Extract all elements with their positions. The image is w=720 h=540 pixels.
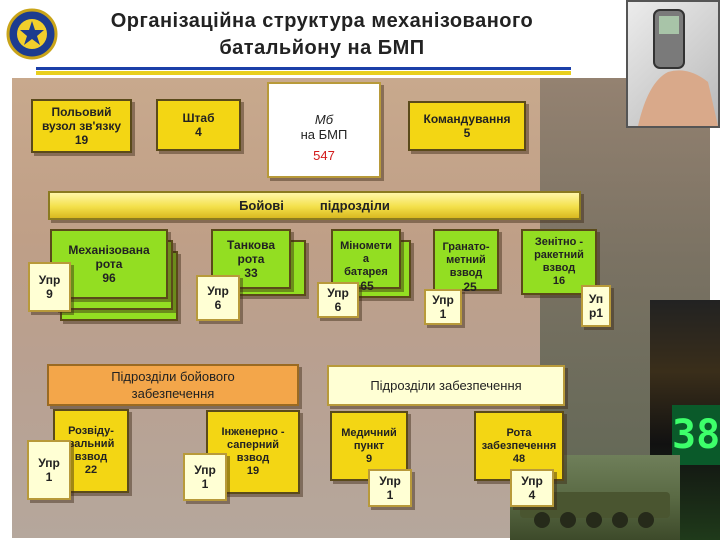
control-label: Упр <box>521 474 543 488</box>
title-line-1: Організаційна структура механізованого <box>110 10 534 32</box>
mechanized-company-label: Механізована рота <box>68 243 150 271</box>
mech-company-control-box: Упр 9 <box>28 262 71 312</box>
field-communication-node-label: Польовий вузол зв'язку <box>41 105 122 133</box>
bmp-wheel-icon <box>612 512 628 528</box>
control-number: 9 <box>46 287 53 301</box>
header-divider-blue <box>36 67 571 70</box>
field-communication-node-number: 19 <box>74 133 89 147</box>
support-company-number: 48 <box>512 452 526 465</box>
control-label: Упр <box>327 286 349 300</box>
control-number: 4 <box>528 488 536 502</box>
aa-missile-platoon-box: Зенітно - ракетний взвод 16 <box>521 229 597 295</box>
bmp-wheel-icon <box>560 512 576 528</box>
control-number: 1 <box>45 470 53 484</box>
combat-support-header: Підрозділи бойового забезпечення <box>47 364 299 406</box>
engineer-platoon-number: 19 <box>246 465 260 477</box>
support-company-control-box: Упр 4 <box>510 469 554 507</box>
engineer-platoon-box: Інженерно - саперний взвод 19 <box>206 410 300 494</box>
grenade-launcher-platoon-label: Гранато- метний взвод <box>442 240 490 279</box>
grenade-launcher-control-box: Упр 1 <box>424 289 462 325</box>
medical-point-label: Медичний пункт <box>341 426 397 452</box>
mechanized-company-number: 96 <box>102 271 116 285</box>
bmp-wheel-icon <box>534 512 550 528</box>
mortar-battery-box: Міномети а батарея <box>331 229 401 289</box>
battalion-label: Мб на БМП <box>301 97 348 142</box>
battalion-box: Мб на БМП 547 <box>267 82 381 178</box>
battalion-label-abbr: Мб <box>314 112 334 127</box>
recon-platoon-number: 22 <box>84 464 98 476</box>
emblem-logo <box>6 8 58 60</box>
recon-platoon-label: Розвіду- вальний взвод <box>67 425 115 463</box>
grenade-launcher-platoon-box: Гранато- метний взвод <box>433 229 499 291</box>
control-number: 6 <box>214 298 222 312</box>
mortar-battery-number-text: 65 <box>360 278 374 293</box>
headquarters-number: 4 <box>195 125 202 139</box>
control-label: Упр <box>38 456 60 470</box>
digital-display-photo: 38 <box>672 405 720 465</box>
tank-company-control-box: Упр 6 <box>196 275 240 321</box>
command-label: Командування <box>423 112 511 126</box>
grenade-launcher-number: 25 <box>459 279 481 295</box>
battalion-label-rest: на БМП <box>300 127 348 142</box>
support-company-label: Рота забезпечення <box>481 426 557 452</box>
control-number: 1 <box>386 488 394 502</box>
control-label: Упр <box>379 474 401 488</box>
engineer-control-box: Упр 1 <box>183 453 227 501</box>
mortar-battery-label: Міномети а батарея <box>340 239 392 278</box>
mobile-phone-photo <box>626 0 720 128</box>
control-number: 1 <box>439 307 447 321</box>
aa-missile-control-box: Уп р1 <box>581 285 611 327</box>
control-label: Упр <box>432 293 454 307</box>
grenade-launcher-number-text: 25 <box>463 280 477 294</box>
bmp-wheel-icon <box>586 512 602 528</box>
recon-platoon-box: Розвіду- вальний взвод 22 <box>53 409 129 493</box>
control-number: р1 <box>588 306 603 320</box>
combat-units-bar: Бойові підрозділи <box>48 191 581 220</box>
combat-support-header-text: Підрозділи бойового забезпечення <box>111 369 235 401</box>
headquarters-label: Штаб <box>182 111 215 125</box>
medical-control-box: Упр 1 <box>368 469 412 507</box>
header-divider-gold <box>36 71 571 75</box>
control-label: Упр <box>207 284 229 298</box>
title-line-2: батальйону на БМП <box>219 37 425 59</box>
recon-control-box: Упр 1 <box>27 440 71 500</box>
headquarters-box: Штаб 4 <box>156 99 241 151</box>
tank-company-number: 33 <box>244 266 258 280</box>
engineer-platoon-label: Інженерно - саперний взвод <box>221 426 285 464</box>
bmp-wheel-icon <box>638 512 654 528</box>
control-label: Уп <box>588 292 604 306</box>
control-number: 1 <box>201 477 209 491</box>
command-number: 5 <box>463 126 471 140</box>
aa-missile-platoon-number: 16 <box>552 275 566 287</box>
combat-bar-word-2: підрозділи <box>319 198 390 213</box>
field-communication-node-box: Польовий вузол зв'язку 19 <box>31 99 132 153</box>
medical-point-number: 9 <box>365 452 373 465</box>
combat-bar-word-1: Бойові <box>239 198 284 213</box>
battalion-number: 547 <box>313 148 335 163</box>
logistics-header: Підрозділи забезпечення <box>327 365 565 406</box>
command-box: Командування 5 <box>408 101 526 151</box>
control-label: Упр <box>194 463 216 477</box>
control-label: Упр <box>38 273 61 287</box>
tank-company-label: Танкова рота <box>226 238 276 266</box>
mortar-battery-control-box: Упр 6 <box>317 282 359 318</box>
control-number: 6 <box>334 300 342 314</box>
logistics-header-text: Підрозділи забезпечення <box>370 377 522 393</box>
page-title: Організаційна структура механізованого б… <box>62 8 582 62</box>
mortar-battery-number: 65 <box>356 277 378 294</box>
aa-missile-platoon-label: Зенітно - ракетний взвод <box>534 236 584 274</box>
